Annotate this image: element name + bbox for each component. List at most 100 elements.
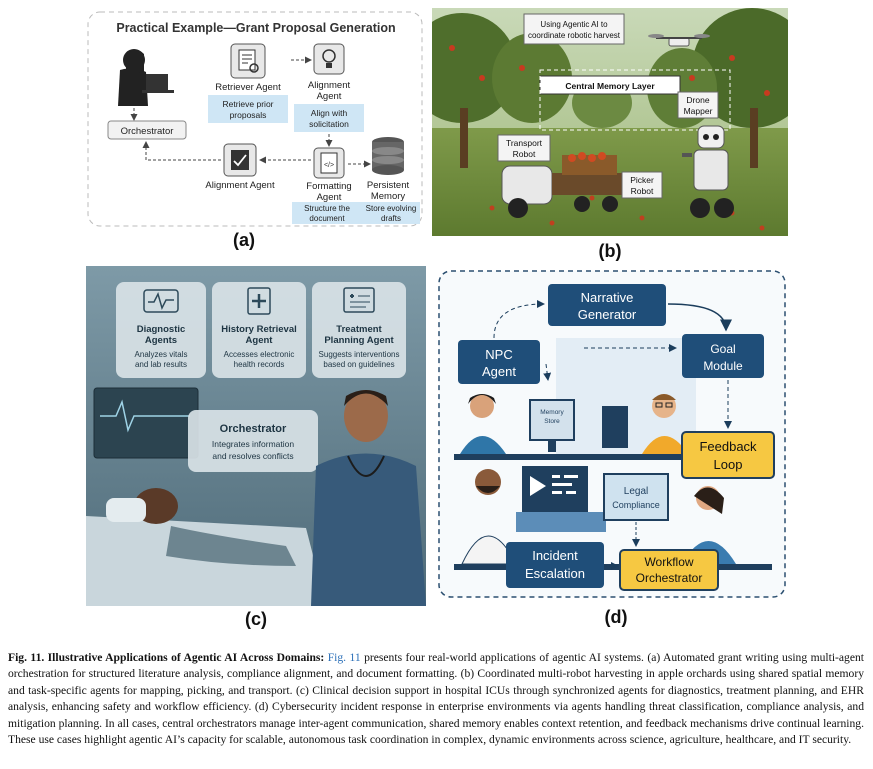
patient-in-bed [86,488,326,606]
diagnostic-desc-line2: and lab results [135,360,187,369]
history-desc-line2: health records [234,360,285,369]
formatting-note-box [292,202,362,224]
picker-robot-line2: Robot [631,186,654,196]
lightbulb-icon [313,43,345,75]
panel-d-label: (d) [604,607,628,627]
npc-line1: NPC [485,347,512,362]
drone-mapper-box [677,91,719,119]
doctor-figure [311,390,426,606]
diagnostic-title-line2: Agents [145,335,177,346]
drone-mapper-line2: Mapper [684,106,713,116]
narrative-line2: Generator [578,307,637,322]
memory-store-line1: Memory [540,409,564,416]
drone-icon [648,34,710,47]
incident-line2: Escalation [525,566,585,581]
panel-a-label: (a) [233,230,255,250]
history-agent-card: History Retrieval Agent Accesses electro… [212,282,306,378]
alignment-note-line2: solicitation [309,119,349,129]
code-document-icon: </> [313,147,345,179]
picker-robot-box [621,171,663,199]
orchestrator-card: Orchestrator Integrates information and … [188,410,318,472]
transport-robot-line2: Robot [513,149,536,159]
panel-b-scene: Using Agentic AI to coordinate robotic h… [432,8,788,236]
alignment-note-line1: Align with [311,108,348,118]
goal-line2: Module [703,359,743,373]
caption-text: presents four real-world applications of… [8,651,865,747]
database-icon [372,137,404,175]
memory-store-monitor: Memory Store [529,399,575,452]
treatment-title-line2: Planning Agent [324,335,394,346]
narrative-line1: Narrative [581,290,634,305]
goal-line1: Goal [710,342,735,356]
panel-c: Diagnostic Agents Analyzes vitals and la… [86,266,426,606]
formatting-agent-line2: Agent [317,192,342,203]
feedback-loop-box [681,431,775,479]
npc-agent-box [458,340,540,384]
panel-a: Practical Example—Grant Proposal Generat… [86,8,426,230]
ground-apples [489,195,765,231]
treatment-desc-line1: Suggests interventions [319,350,400,359]
retriever-note-line1: Retrieve prior [222,99,273,109]
banner-line2: coordinate robotic harvest [528,31,621,40]
central-memory-label: Central Memory Layer [565,81,655,91]
treatment-title-line1: Treatment [336,324,382,335]
workflow-line1: Workflow [644,555,693,569]
man-with-glasses-figure [602,394,688,454]
panel-d-diagram: Narrative Generator NPC Agent Goal Modul… [438,270,786,598]
incident-escalation-box [506,542,604,588]
vitals-monitor [93,387,199,459]
checklist-icon [223,143,257,177]
diagnostic-title-line1: Diagnostic [137,324,186,335]
person-laptop-icon [118,49,174,106]
orchestrator-desc-line2: and resolves conflicts [212,451,293,461]
alignment-agent-top-line2: Agent [317,91,342,102]
orchestrator-label: Orchestrator [121,126,174,137]
persistent-memory-line1: Persistent [367,180,410,191]
orchestrator-desc-line1: Integrates information [212,439,294,449]
panel-b: Using Agentic AI to coordinate robotic h… [432,8,788,236]
woman-at-desk-figure [460,394,506,454]
persistent-memory-line2: Memory [371,191,406,202]
goal-module-box [682,334,764,378]
formatting-agent-line1: Formatting [306,181,351,192]
panel-c-label: (c) [245,609,267,629]
svg-text:</>: </> [324,162,334,169]
document-search-icon [230,43,266,79]
caption-fig-link[interactable]: Fig. 11 [327,651,361,664]
panel-c-scene: Diagnostic Agents Analyzes vitals and la… [86,266,426,606]
alignment-note-box [294,104,364,132]
drone-mapper-line1: Drone [686,95,709,105]
formatting-note-line2: document [309,214,345,223]
retriever-note-box [208,95,288,123]
panel-d: Narrative Generator NPC Agent Goal Modul… [436,268,788,600]
treatment-agent-card: Treatment Planning Agent Suggests interv… [312,282,406,378]
alignment-agent-bottom-label: Alignment Agent [205,180,275,191]
history-desc-line1: Accesses electronic [224,350,295,359]
transport-robot-box [497,134,551,162]
feedback-line1: Feedback [699,439,757,454]
caption-fig-label: Fig. 11. Illustrative Applications of Ag… [8,651,325,664]
orchestrator-box [107,120,187,140]
transport-robot-icon [501,152,622,218]
memory-note-line1: Store evolving [366,204,417,213]
orchestrator-title: Orchestrator [220,423,287,435]
banner-box [523,13,625,45]
feedback-line2: Loop [714,457,743,472]
workflow-orchestrator-box [619,549,719,591]
panel-b-label: (b) [598,241,622,261]
retriever-note-line2: proposals [230,110,267,120]
memory-note-line2: drafts [381,214,401,223]
panel-a-title: Practical Example—Grant Proposal Generat… [116,21,395,35]
npc-line2: Agent [482,364,516,379]
incident-line1: Incident [532,548,578,563]
picker-robot-icon [682,125,734,218]
panel-a-diagram: Practical Example—Grant Proposal Generat… [87,11,423,227]
history-title-line2: Agent [246,335,274,346]
diagnostic-desc-line1: Analyzes vitals [135,350,188,359]
retriever-agent-label: Retriever Agent [215,82,281,93]
figure-caption: Fig. 11. Illustrative Applications of Ag… [8,650,864,748]
terminal-monitor [516,466,606,532]
treatment-desc-line2: based on guidelines [323,360,394,369]
workflow-line2: Orchestrator [636,571,703,585]
legal-line1: Legal [624,486,648,497]
